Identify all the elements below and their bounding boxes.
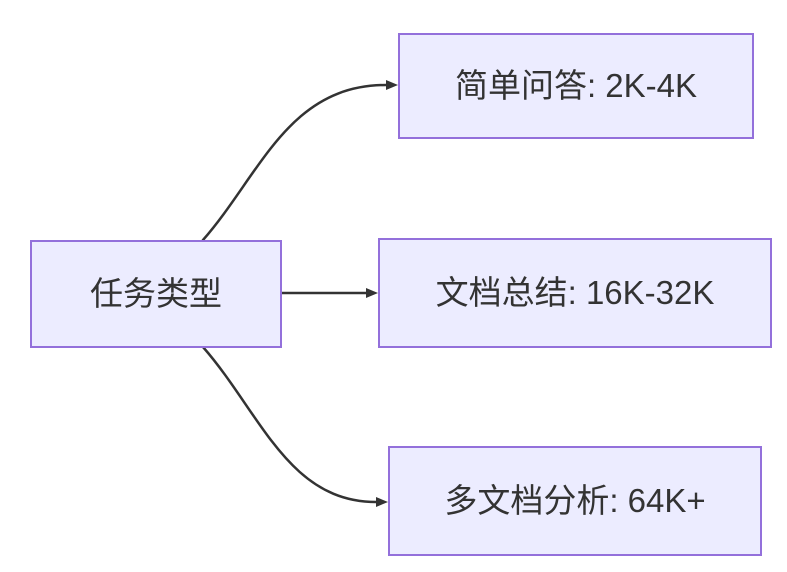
node-simple-qa: 简单问答: 2K-4K <box>398 33 754 139</box>
node-task-type-label: 任务类型 <box>90 275 222 313</box>
edge-root-to-simple-qa <box>201 80 398 242</box>
node-multidoc-analysis: 多文档分析: 64K+ <box>388 446 762 556</box>
node-simple-qa-label: 简单问答: 2K-4K <box>454 67 698 105</box>
node-doc-summary: 文档总结: 16K-32K <box>378 238 772 348</box>
node-task-type: 任务类型 <box>30 240 282 348</box>
edge-root-to-multidoc <box>201 345 388 507</box>
node-multidoc-analysis-label: 多文档分析: 64K+ <box>444 482 706 520</box>
node-doc-summary-label: 文档总结: 16K-32K <box>435 274 715 312</box>
